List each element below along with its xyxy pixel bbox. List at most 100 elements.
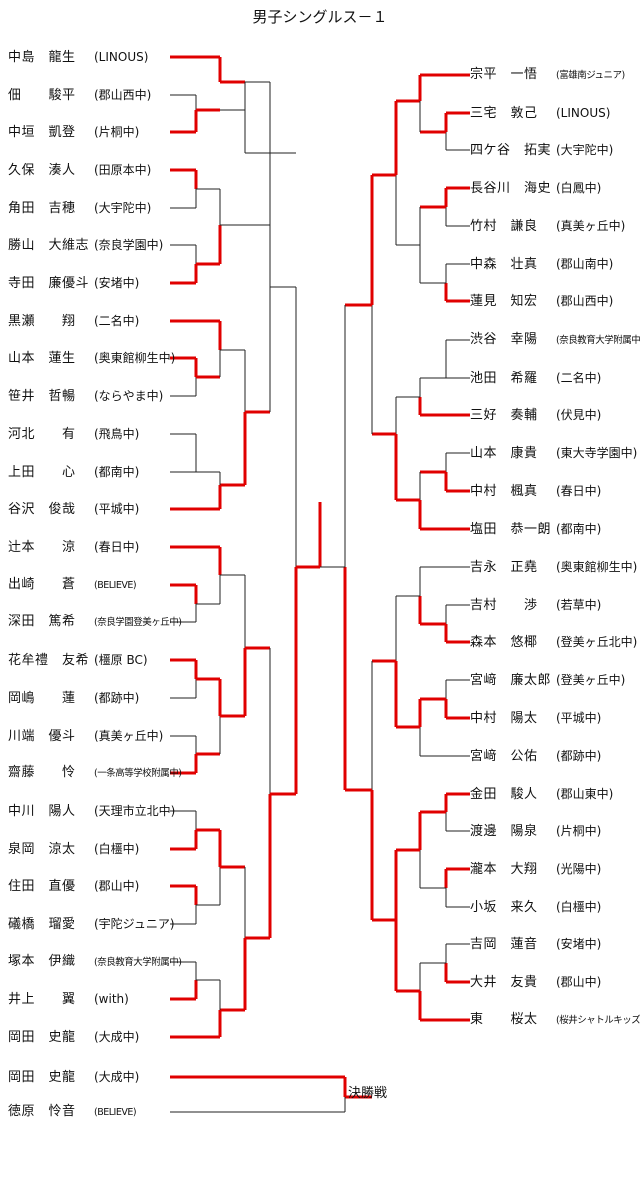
left_players-player-entry: 辻本 涼(春日中) xyxy=(8,539,139,555)
right_players-player-entry: 中森 壮真(郡山南中) xyxy=(470,256,613,272)
player-club: (平城中) xyxy=(556,711,602,725)
player-name: 川端 優斗 xyxy=(8,729,76,744)
player-club: (白橿中) xyxy=(556,900,602,914)
player-club: (橿原 BC) xyxy=(94,653,148,667)
player-name: 徳原 怜音 xyxy=(8,1104,76,1119)
player-club: (桜井シャトルキッズ) xyxy=(556,1015,640,1026)
left_players-player-entry: 礒橋 瑠愛(宇陀ジュニア) xyxy=(8,916,175,932)
player-club: (郡山中) xyxy=(94,879,140,893)
player-club: (大成中) xyxy=(94,1070,140,1084)
player-name: 黒瀬 翔 xyxy=(8,314,76,329)
player-club: (奈良教育大学附属中) xyxy=(94,957,182,968)
right_players-player-entry: 中村 楓真(春日中) xyxy=(470,483,601,499)
player-name: 岡田 史龍 xyxy=(8,1070,76,1085)
player-name: 井上 翼 xyxy=(8,992,76,1007)
right_players-player-entry: 森本 悠椰(登美ヶ丘北中) xyxy=(470,634,637,650)
player-club: (郡山西中) xyxy=(556,294,614,308)
player-name: 渋谷 幸陽 xyxy=(470,332,538,347)
player-club: (郡山東中) xyxy=(556,787,614,801)
player-name: 住田 直優 xyxy=(8,879,76,894)
right_players-player-entry: 三宅 敦己 (LINOUS) xyxy=(470,105,610,121)
player-club: (with) xyxy=(94,992,129,1006)
player-name: 東 桜太 xyxy=(470,1012,538,1027)
player-club: (一条高等学校附属中) xyxy=(94,768,182,779)
player-club: (富雄南ジュニア) xyxy=(556,70,625,81)
player-club: (安堵中) xyxy=(556,937,602,951)
player-club: (真美ヶ丘中) xyxy=(556,219,626,233)
right_players-player-entry: 宮﨑 廉太郎(登美ヶ丘中) xyxy=(470,672,625,688)
right_players-player-entry: 吉永 正堯(奥東館柳生中) xyxy=(470,559,637,575)
player-club: (白鳳中) xyxy=(556,181,602,195)
right_players-player-entry: 竹村 謙良(真美ヶ丘中) xyxy=(470,218,625,234)
left_players-player-entry: 泉岡 涼太(白橿中) xyxy=(8,841,139,857)
final_players-player-entry: 徳原 怜音 (BELIEVE) xyxy=(8,1104,137,1120)
player-name: 上田 心 xyxy=(8,465,76,480)
player-name: 辻本 涼 xyxy=(8,540,76,555)
player-name: 四ケ谷 拓実 xyxy=(470,143,552,158)
player-name: 森本 悠椰 xyxy=(470,635,538,650)
player-club: (BELIEVE) xyxy=(94,1107,137,1118)
player-name: 金田 駿人 xyxy=(470,787,538,802)
player-name: 佃 駿平 xyxy=(8,88,76,103)
player-club: (真美ヶ丘中) xyxy=(94,729,164,743)
left_players-player-entry: 川端 優斗 (真美ヶ丘中) xyxy=(8,728,163,744)
player-name: 久保 湊人 xyxy=(8,163,76,178)
player-club: (奥東館柳生中) xyxy=(556,560,638,574)
player-club: (BELIEVE) xyxy=(94,580,137,591)
page-title: 男子シングルス－１ xyxy=(252,8,388,26)
player-club: (都跡中) xyxy=(556,749,602,763)
right_players-player-entry: 中村 陽太(平城中) xyxy=(470,710,601,726)
left_players-player-entry: 塚本 伊織(奈良教育大学附属中) xyxy=(8,954,182,970)
player-club: (飛鳥中) xyxy=(94,427,140,441)
player-club: (奈良学園中) xyxy=(94,238,164,252)
left_players-player-entry: 上田 心(都南中) xyxy=(8,464,139,480)
player-name: 蓮見 知宏 xyxy=(470,294,538,309)
right_players-player-entry: 金田 駿人 (郡山東中) xyxy=(470,786,613,802)
left_players-player-entry: 寺田 廉優斗(安堵中) xyxy=(8,275,139,291)
player-name: 角田 吉穂 xyxy=(8,201,76,216)
player-club: (大成中) xyxy=(94,1030,140,1044)
player-name: 渡邊 陽泉 xyxy=(470,824,538,839)
player-club: (奈良教育大学附属中) xyxy=(556,335,640,346)
left_players-player-entry: 黒瀬 翔 (二名中) xyxy=(8,313,139,329)
player-name: 三宅 敦己 xyxy=(470,106,538,121)
player-name: 泉岡 涼太 xyxy=(8,842,76,857)
left_players-player-entry: 山本 蓮生(奥東館柳生中) xyxy=(8,350,175,366)
player-name: 山本 康貴 xyxy=(470,446,538,461)
player-name: 塩田 恭一朗 xyxy=(470,522,552,537)
player-name: 吉村 渉 xyxy=(470,598,538,613)
right_players-player-entry: 四ケ谷 拓実(大宇陀中) xyxy=(470,142,613,158)
right_players-player-entry: 長谷川 海史(白鳳中) xyxy=(470,180,601,196)
right_players-player-entry: 渡邊 陽泉(片桐中) xyxy=(470,823,601,839)
right_players-player-entry: 池田 希羅(二名中) xyxy=(470,370,601,386)
player-club: (郡山西中) xyxy=(94,88,152,102)
player-club: (光陽中) xyxy=(556,862,602,876)
right_players-player-entry: 宗平 一悟(富雄南ジュニア) xyxy=(470,67,625,83)
right_players-player-entry: 吉村 渉(若草中) xyxy=(470,597,601,613)
player-club: (二名中) xyxy=(94,314,140,328)
right_players-player-entry: 塩田 恭一朗(都南中) xyxy=(470,521,601,537)
player-name: 吉岡 蓮音 xyxy=(470,937,538,952)
final_players-player-entry: 岡田 史龍 (大成中) xyxy=(8,1069,139,1085)
player-club: (東大寺学園中) xyxy=(556,446,638,460)
left_players-player-entry: 久保 湊人(田原本中) xyxy=(8,162,151,178)
player-club: (春日中) xyxy=(556,484,602,498)
right_players-player-entry: 吉岡 蓮音 (安堵中) xyxy=(470,936,601,952)
left_players-player-entry: 河北 有(飛鳥中) xyxy=(8,426,139,442)
player-name: 笹井 哲暢 xyxy=(8,389,76,404)
left_players-player-entry: 深田 篤希(奈良学園登美ヶ丘中) xyxy=(8,614,182,630)
player-name: 寺田 廉優斗 xyxy=(8,276,90,291)
player-name: 花牟禮 友希 xyxy=(8,653,90,668)
player-club: (郡山中) xyxy=(556,975,602,989)
right_players-player-entry: 宮﨑 公佑(都跡中) xyxy=(470,748,601,764)
right_players-player-entry: 小坂 来久(白橿中) xyxy=(470,899,601,915)
player-name: 礒橋 瑠愛 xyxy=(8,917,76,932)
player-club: (LINOUS) xyxy=(556,106,611,120)
left_players-player-entry: 谷沢 俊哉(平城中) xyxy=(8,501,139,517)
player-name: 谷沢 俊哉 xyxy=(8,502,76,517)
player-name: 中森 壮真 xyxy=(470,257,538,272)
player-name: 三好 奏輔 xyxy=(470,408,538,423)
left_players-player-entry: 笹井 哲暢(ならやま中) xyxy=(8,388,163,404)
player-name: 池田 希羅 xyxy=(470,371,538,386)
